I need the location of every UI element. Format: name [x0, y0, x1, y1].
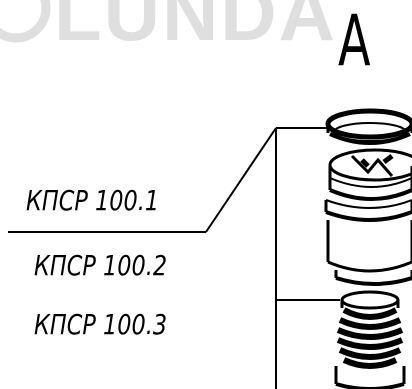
spring-part	[334, 290, 406, 389]
leader-lines	[8, 127, 340, 389]
watermark-text: LUNDA	[54, 0, 337, 57]
watermark: LUNDA	[0, 0, 412, 60]
o-ring-part	[325, 108, 412, 145]
callout-label-3: КПСР 100.3	[34, 308, 168, 341]
view-letter: А	[338, 0, 371, 82]
leader-line-diagonal	[205, 127, 277, 233]
callout-label-1: КПСР 100.1	[26, 184, 160, 217]
callout-label-2: КПСР 100.2	[34, 249, 168, 282]
valve-body-part	[324, 148, 412, 286]
watermark-logo-icon	[0, 0, 51, 43]
